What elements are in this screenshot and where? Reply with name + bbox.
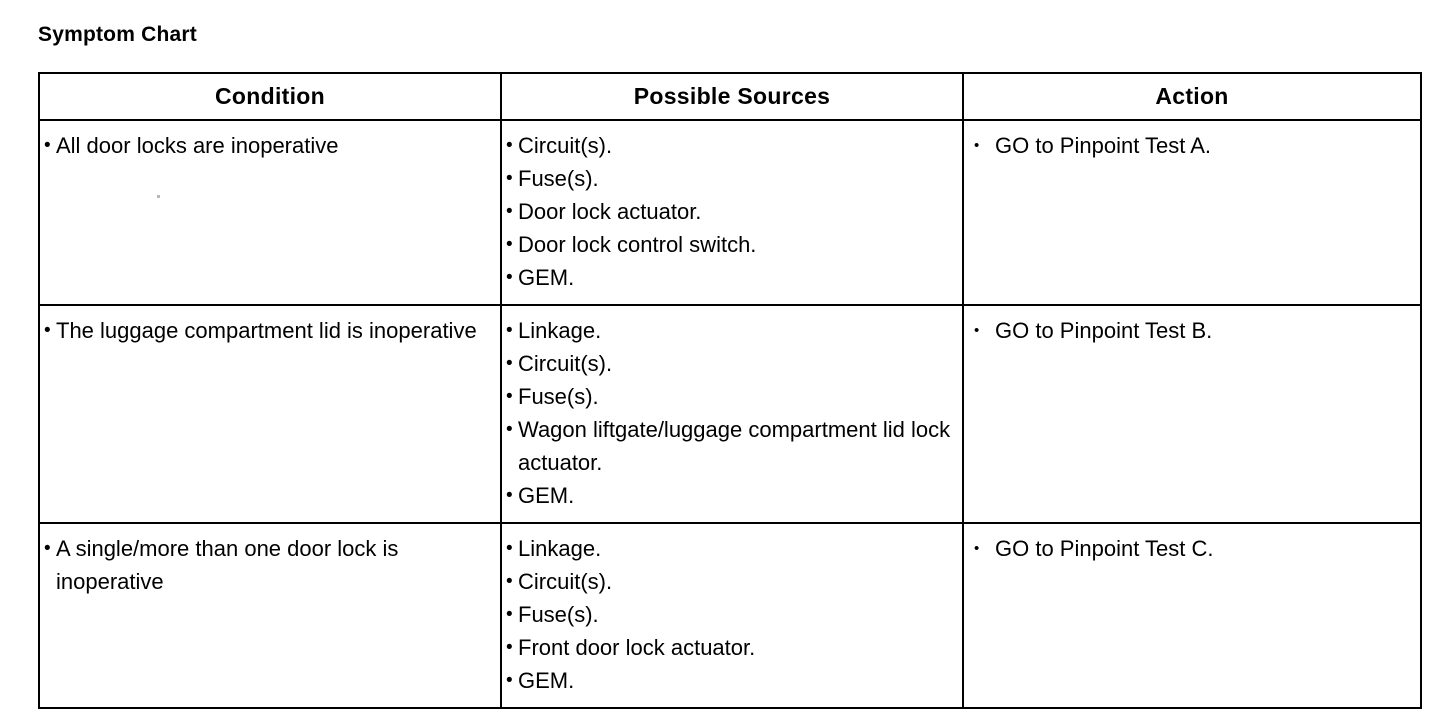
list-item: GEM. <box>506 261 956 294</box>
table-body: All door locks are inoperative Circuit(s… <box>38 119 1422 709</box>
cell-possible-sources: Linkage. Circuit(s). Fuse(s). Wagon lift… <box>500 304 964 524</box>
list-item: Fuse(s). <box>506 380 956 413</box>
condition-list: All door locks are inoperative <box>44 129 494 162</box>
column-header-possible-sources: Possible Sources <box>500 72 964 121</box>
cell-possible-sources: Linkage. Circuit(s). Fuse(s). Front door… <box>500 522 964 709</box>
list-item: GO to Pinpoint Test A. <box>974 129 1414 162</box>
list-item: Circuit(s). <box>506 347 956 380</box>
possible-sources-list: Linkage. Circuit(s). Fuse(s). Wagon lift… <box>506 314 956 512</box>
table-row: A single/more than one door lock is inop… <box>38 522 1422 709</box>
list-item: Door lock actuator. <box>506 195 956 228</box>
column-header-condition: Condition <box>38 72 502 121</box>
cell-possible-sources: Circuit(s). Fuse(s). Door lock actuator.… <box>500 119 964 306</box>
cell-condition: The luggage compartment lid is inoperati… <box>38 304 502 524</box>
table-row: All door locks are inoperative Circuit(s… <box>38 119 1422 306</box>
list-item: Linkage. <box>506 532 956 565</box>
possible-sources-list: Linkage. Circuit(s). Fuse(s). Front door… <box>506 532 956 697</box>
list-item: Circuit(s). <box>506 565 956 598</box>
action-list: GO to Pinpoint Test B. <box>974 314 1414 347</box>
list-item: Front door lock actuator. <box>506 631 956 664</box>
condition-list: The luggage compartment lid is inoperati… <box>44 314 494 347</box>
cell-condition: All door locks are inoperative <box>38 119 502 306</box>
list-item: GEM. <box>506 664 956 697</box>
list-item: A single/more than one door lock is inop… <box>44 532 494 598</box>
list-item: All door locks are inoperative <box>44 129 494 162</box>
page-title: Symptom Chart <box>38 23 197 47</box>
scan-artifact-speck <box>157 195 160 198</box>
list-item: Fuse(s). <box>506 598 956 631</box>
list-item: Door lock control switch. <box>506 228 956 261</box>
column-header-action: Action <box>962 72 1422 121</box>
list-item: GEM. <box>506 479 956 512</box>
list-item: GO to Pinpoint Test C. <box>974 532 1414 565</box>
table-row: The luggage compartment lid is inoperati… <box>38 304 1422 524</box>
list-item: Linkage. <box>506 314 956 347</box>
list-item: The luggage compartment lid is inoperati… <box>44 314 494 347</box>
action-list: GO to Pinpoint Test A. <box>974 129 1414 162</box>
list-item: Fuse(s). <box>506 162 956 195</box>
condition-list: A single/more than one door lock is inop… <box>44 532 494 598</box>
cell-action: GO to Pinpoint Test B. <box>962 304 1422 524</box>
action-list: GO to Pinpoint Test C. <box>974 532 1414 565</box>
table-header: Condition Possible Sources Action <box>38 72 1422 121</box>
symptom-chart-table: Condition Possible Sources Action All do… <box>38 72 1422 709</box>
table-header-row: Condition Possible Sources Action <box>38 72 1422 121</box>
list-item: Wagon liftgate/luggage compartment lid l… <box>506 413 956 479</box>
list-item: GO to Pinpoint Test B. <box>974 314 1414 347</box>
possible-sources-list: Circuit(s). Fuse(s). Door lock actuator.… <box>506 129 956 294</box>
cell-condition: A single/more than one door lock is inop… <box>38 522 502 709</box>
cell-action: GO to Pinpoint Test A. <box>962 119 1422 306</box>
cell-action: GO to Pinpoint Test C. <box>962 522 1422 709</box>
list-item: Circuit(s). <box>506 129 956 162</box>
